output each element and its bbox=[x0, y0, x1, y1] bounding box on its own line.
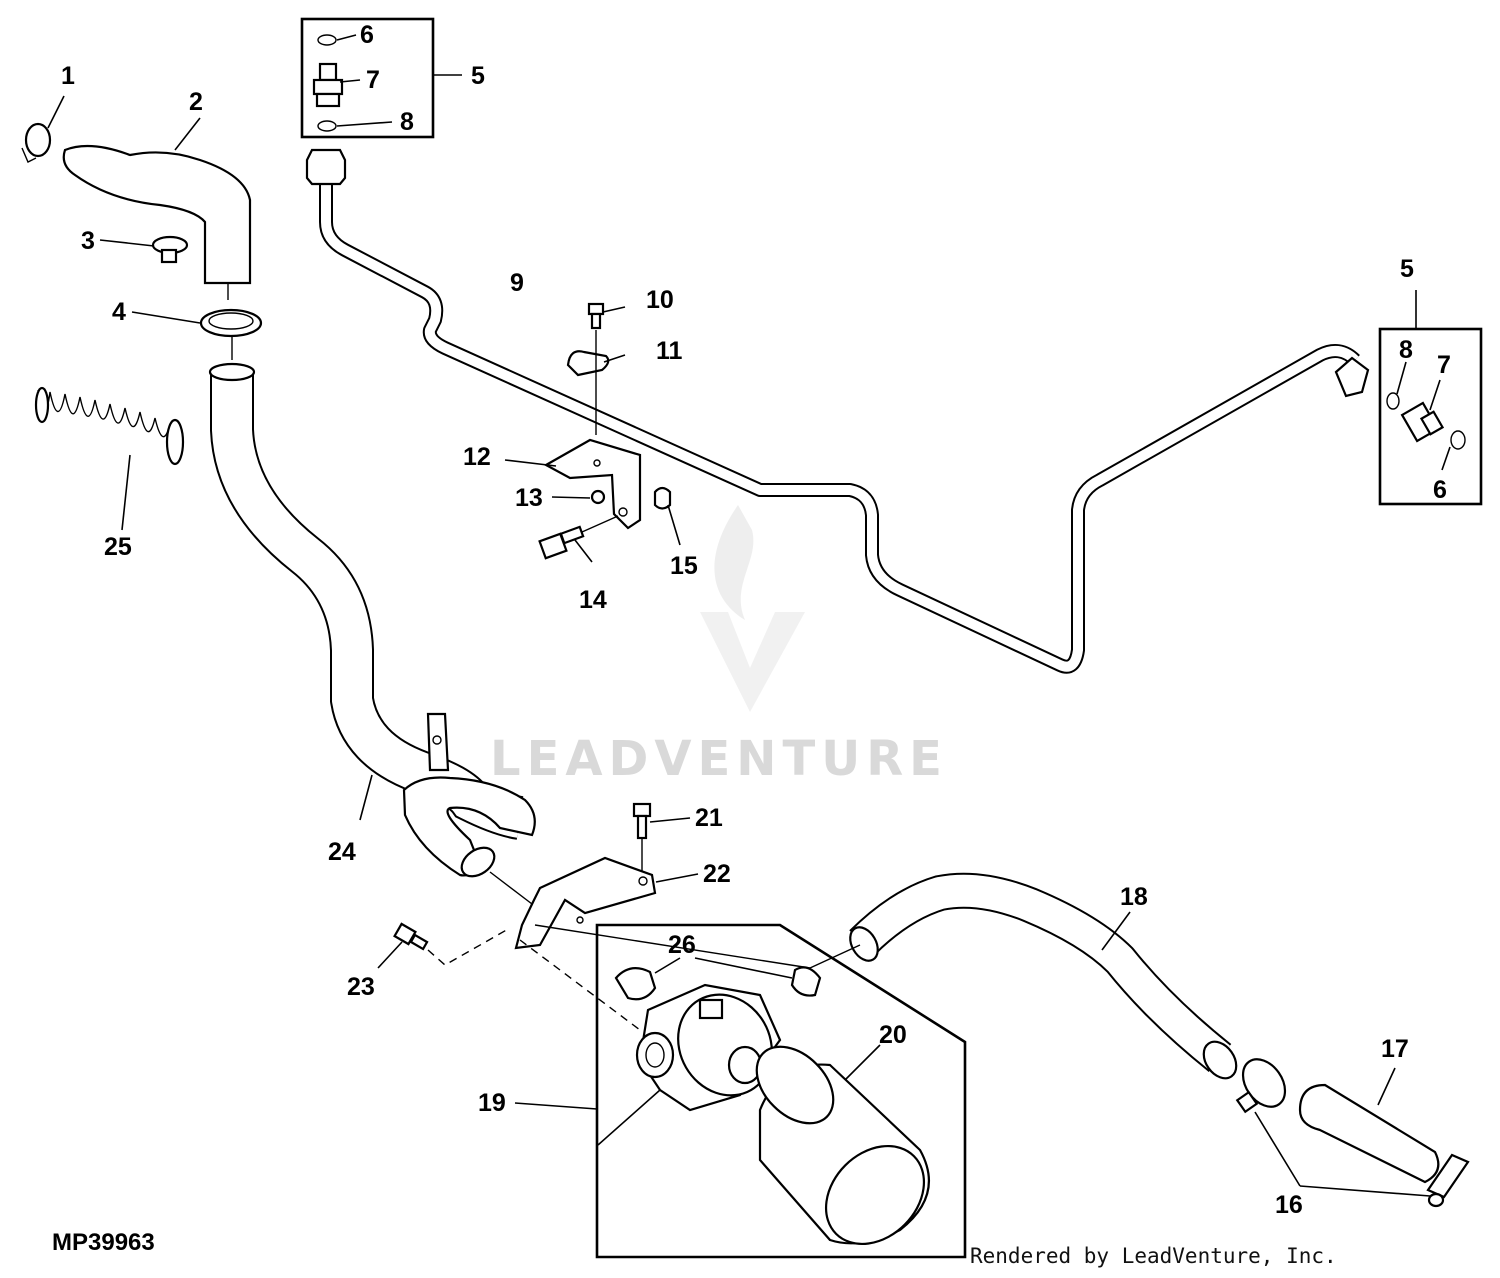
spacer-15 bbox=[653, 486, 672, 510]
nut-13 bbox=[590, 489, 606, 505]
o-ring-26-left bbox=[614, 967, 657, 1001]
callout-6-top: 6 bbox=[360, 21, 374, 49]
clamp-3 bbox=[151, 235, 189, 264]
callout-1: 1 bbox=[61, 62, 75, 90]
drawing-id: MP39963 bbox=[52, 1229, 155, 1256]
callout-15: 15 bbox=[670, 552, 698, 580]
callout-13: 13 bbox=[515, 484, 543, 512]
hose-2 bbox=[62, 144, 252, 285]
o-ring-bottom bbox=[317, 120, 337, 132]
watermark-logo-icon bbox=[700, 505, 805, 712]
callout-6-right: 6 bbox=[1433, 476, 1447, 504]
clamp-1 bbox=[21, 122, 52, 163]
callout-5-top: 5 bbox=[471, 62, 485, 90]
fitting-top bbox=[312, 62, 344, 108]
callout-11: 11 bbox=[656, 337, 683, 365]
hose-18 bbox=[849, 872, 1238, 1080]
callout-8-right: 8 bbox=[1399, 336, 1413, 364]
spring-25 bbox=[34, 386, 185, 466]
hose-17 bbox=[1298, 1083, 1440, 1184]
bracket-12 bbox=[543, 438, 642, 530]
clamp-16-left bbox=[1235, 1058, 1287, 1114]
clamp-16-right bbox=[1426, 1153, 1470, 1208]
hose-24 bbox=[208, 362, 536, 878]
callout-2: 2 bbox=[189, 88, 203, 116]
callout-3: 3 bbox=[81, 227, 95, 255]
callout-8-top: 8 bbox=[400, 108, 414, 136]
o-ring-right-6 bbox=[1450, 430, 1466, 450]
callout-18: 18 bbox=[1120, 883, 1148, 911]
callout-14: 14 bbox=[579, 586, 607, 614]
o-ring-top bbox=[317, 34, 337, 46]
filter-head-19 bbox=[635, 983, 782, 1112]
callout-7-top: 7 bbox=[366, 66, 380, 94]
fitting-kit-box-top bbox=[300, 17, 435, 139]
o-ring-26-right bbox=[790, 966, 822, 997]
callout-22: 22 bbox=[703, 860, 731, 888]
callout-10: 10 bbox=[646, 286, 674, 314]
cap-screw-21 bbox=[632, 802, 652, 840]
cooler-line bbox=[319, 180, 1360, 674]
callout-9: 9 bbox=[510, 269, 524, 297]
cap-screw-10 bbox=[587, 302, 605, 330]
fitting-kit-box-right bbox=[1378, 327, 1483, 506]
render-credit: Rendered by LeadVenture, Inc. bbox=[970, 1244, 1337, 1268]
callout-12: 12 bbox=[463, 443, 491, 471]
callout-20: 20 bbox=[879, 1021, 907, 1049]
callout-5-right: 5 bbox=[1400, 255, 1414, 283]
line-clamp-11 bbox=[566, 350, 610, 377]
callout-16: 16 bbox=[1275, 1191, 1303, 1219]
line-nut-left bbox=[305, 148, 347, 186]
line-nut-right bbox=[1334, 356, 1370, 398]
hose-bracket-tab bbox=[426, 712, 450, 772]
callout-23: 23 bbox=[347, 973, 375, 1001]
callout-19: 19 bbox=[478, 1089, 506, 1117]
callout-26: 26 bbox=[668, 931, 696, 959]
fitting-right bbox=[1400, 401, 1445, 443]
callout-21: 21 bbox=[695, 804, 723, 832]
bracket-22 bbox=[514, 856, 657, 950]
o-ring-right-8 bbox=[1386, 392, 1400, 410]
cap-screw-14 bbox=[538, 525, 585, 560]
callout-4: 4 bbox=[112, 298, 126, 326]
watermark-text: LEADVENTURE bbox=[490, 731, 948, 787]
callout-24: 24 bbox=[328, 838, 356, 866]
callout-17: 17 bbox=[1381, 1035, 1409, 1063]
callout-25: 25 bbox=[104, 533, 132, 561]
clamp-4 bbox=[199, 308, 263, 338]
cap-screw-23 bbox=[393, 922, 429, 951]
callout-7-right: 7 bbox=[1437, 351, 1451, 379]
oil-filter-20 bbox=[755, 1045, 930, 1246]
filter-assembly-box bbox=[595, 923, 967, 1259]
